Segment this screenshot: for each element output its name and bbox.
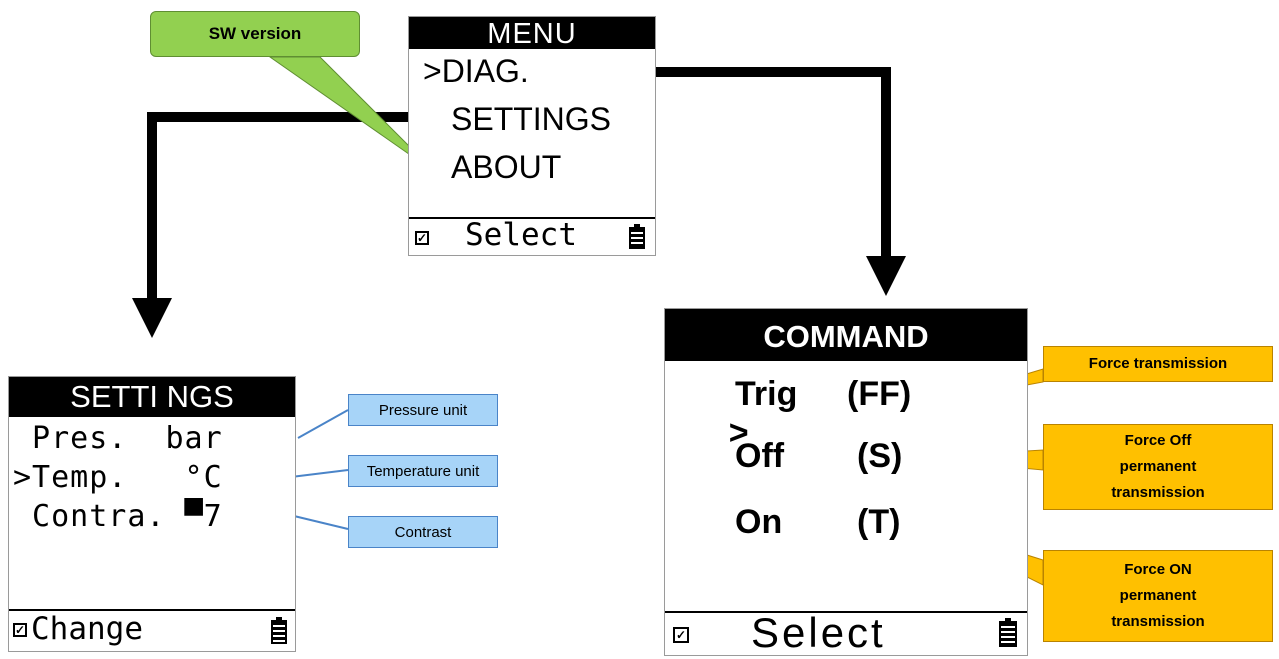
settings-footer: ✓ Change [9, 609, 295, 651]
force-on-line-1: Force ON [1124, 561, 1192, 578]
command-screen: COMMAND > Trig (FF) Off (S) On (T) ✓ Sel… [664, 308, 1028, 656]
force-transmission-callout: Force transmission [1043, 346, 1273, 382]
pressure-pointer [297, 409, 349, 439]
temperature-pointer [290, 469, 349, 478]
menu-item-diag[interactable]: >DIAG. [423, 53, 529, 89]
command-code: (S) [857, 437, 903, 475]
contrast-callout: Contrast [348, 516, 498, 548]
menu-title: MENU [409, 17, 655, 50]
command-code: (FF) [847, 375, 912, 413]
settings-row-contrast[interactable]: Contra. ▀7 [13, 499, 223, 534]
force-off-line-1: Force Off [1124, 432, 1192, 449]
command-row-trig[interactable]: > Trig (FF) [691, 375, 911, 570]
command-code: (T) [857, 503, 901, 541]
arrow-diag-connector [563, 67, 891, 258]
menu-footer-label[interactable]: Select [465, 217, 577, 253]
settings-title: SETTI NGS [9, 377, 295, 417]
battery-icon [629, 227, 645, 249]
command-cursor: > [728, 414, 749, 452]
arrow-down-icon [866, 256, 906, 296]
command-row-off[interactable]: Off (S) [691, 437, 902, 593]
checkbox-icon: ✓ [13, 623, 27, 637]
settings-row-pressure[interactable]: Pres. bar [13, 421, 223, 456]
sw-version-callout: SW version [150, 11, 360, 57]
temperature-unit-callout: Temperature unit [348, 455, 498, 487]
force-off-line-3: transmission [1111, 484, 1205, 501]
command-name: On [735, 503, 783, 541]
settings-footer-label[interactable]: Change [31, 611, 143, 647]
force-off-callout: Force Off permanent transmission [1043, 424, 1273, 510]
force-on-callout: Force ON permanent transmission [1043, 550, 1273, 642]
settings-screen: SETTI NGS Pres. bar >Temp. °C Contra. ▀7… [8, 376, 296, 652]
force-off-line-2: permanent [1119, 458, 1197, 475]
menu-item-settings[interactable]: SETTINGS [451, 101, 612, 137]
menu-footer: ✓ Select [409, 217, 655, 255]
command-row-on[interactable]: On (T) [691, 503, 900, 659]
command-footer: ✓ Select [665, 609, 1027, 656]
battery-icon [271, 620, 287, 644]
checkbox-icon: ✓ [673, 627, 689, 643]
pressure-unit-callout: Pressure unit [348, 394, 498, 426]
contrast-pointer [293, 515, 349, 530]
sw-version-callout-tail [268, 56, 437, 174]
arrow-settings-connector [147, 112, 430, 300]
battery-icon [999, 621, 1017, 647]
force-on-line-2: permanent [1119, 587, 1197, 604]
command-title: COMMAND [665, 309, 1027, 361]
command-name: Off [735, 437, 785, 475]
settings-row-temperature[interactable]: >Temp. °C [13, 460, 223, 495]
menu-item-about[interactable]: ABOUT [451, 149, 562, 185]
menu-screen: MENU >DIAG. SETTINGS ABOUT ✓ Select [408, 16, 656, 256]
command-footer-label[interactable]: Select [751, 609, 886, 656]
force-on-line-3: transmission [1111, 613, 1205, 630]
arrow-down-icon [132, 298, 172, 338]
checkbox-icon: ✓ [415, 231, 429, 245]
command-name: Trig [735, 375, 798, 413]
